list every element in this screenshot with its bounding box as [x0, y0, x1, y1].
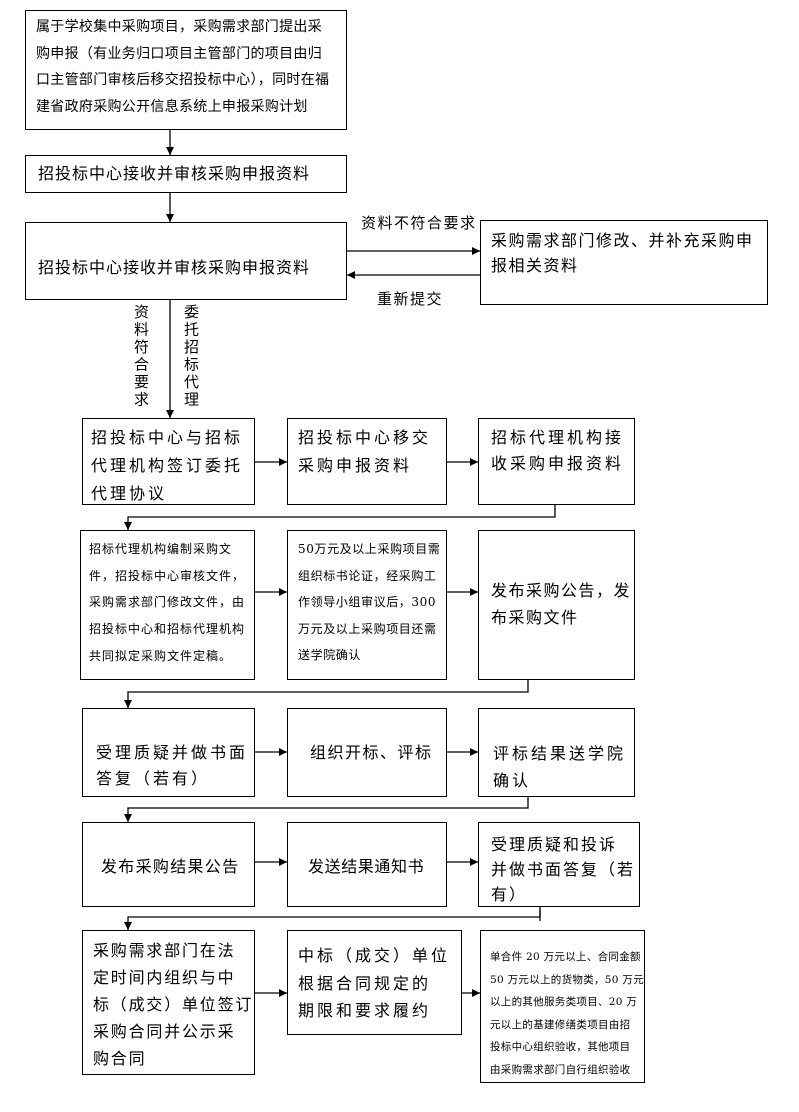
step-text-line: 受理质疑和投诉 — [491, 835, 618, 854]
step-text-line: 招投标中心接收并审核采购申报资料 — [38, 164, 311, 183]
connector-row2-to-row3 — [124, 680, 529, 708]
step-text-line: 购申报（有业务归口项目主管部门的项目由归 — [36, 45, 322, 62]
step-text-line: 报相关资料 — [491, 256, 579, 275]
step-text-line: 招投标中心和招标代理机构 — [89, 622, 246, 637]
step-text-line: 送学院确认 — [298, 648, 362, 662]
step-sign-agency-agreement: 招投标中心与招标 代理机构签订委托 代理协议 — [82, 418, 255, 505]
step-text-line: 布采购文件 — [491, 608, 579, 627]
step-open-evaluate: 组织开标、评标 — [287, 708, 447, 797]
step-text-line: 招投标中心与招标 — [91, 428, 244, 447]
step-text-line: 50 万元以上的货物类，50 万元 — [490, 973, 644, 986]
step-text-line: 50万元及以上采购项目需 — [298, 542, 441, 556]
step-text-line: 由采购需求部门自行组织验收 — [490, 1063, 631, 1076]
step-center-review-first: 招投标中心接收并审核采购申报资料 — [25, 155, 347, 193]
edge-label-resubmit: 重新提交 — [377, 290, 444, 308]
connector-row1-to-row2 — [124, 505, 556, 530]
step-text-line: 发布采购公告，发 — [491, 581, 632, 600]
step-handle-complaints: 受理质疑和投诉 并做书面答复（若 有） — [478, 822, 640, 907]
step-text-line: 投标中心组织验收，其他项目 — [490, 1041, 631, 1054]
step-text-line: 招标代理机构编制采购文 — [89, 542, 233, 556]
step-revise-supplement: 采购需求部门修改、并补充采购申 报相关资料 — [480, 220, 768, 305]
step-text-line: 评标结果送学院 — [493, 744, 627, 763]
step-text-line: 口主管部门审核后移交招投标中心），同时在福 — [36, 72, 330, 89]
step-sign-contract: 采购需求部门在法 定时间内组织与中 标（成交）单位签订 采购合同并公示采 购合同 — [82, 930, 255, 1075]
step-text-line: 代理协议 — [91, 484, 168, 503]
step-results-confirm: 评标结果送学院 确认 — [478, 708, 635, 797]
step-text-line: 采购需求部门在法 — [93, 941, 236, 960]
step-text-line: 并做书面答复（若 — [491, 860, 636, 879]
step-publish-results: 发布采购结果公告 — [82, 822, 255, 907]
step-perform-contract: 中标（成交）单位 根据合同规定的 期限和要求履约 — [287, 930, 462, 1035]
step-publish-announcement: 发布采购公告，发 布采购文件 — [478, 530, 635, 680]
step-text-line: 万元及以上采购项目还需 — [298, 621, 437, 636]
step-text-line: 收采购申报资料 — [491, 454, 625, 473]
step-text-line: 确认 — [493, 771, 532, 790]
step-handle-queries: 受理质疑并做书面 答复（若有） — [82, 708, 255, 797]
step-text-line: 期限和要求履约 — [298, 1001, 432, 1020]
step-text-line: 有） — [491, 885, 528, 904]
step-bid-document-review: 50万元及以上采购项目需 组织标书论证，经采购工 作领导小组审议后，300 万元… — [287, 530, 447, 680]
step-text-line: 招投标中心接收并审核采购申报资料 — [38, 258, 311, 277]
step-text-line: 单合件 20 万元以上、合同金额 — [490, 951, 641, 963]
step-text-line: 属于学校集中采购项目，采购需求部门提出采 — [36, 19, 322, 35]
step-text-line: 受理质疑并做书面 — [96, 743, 249, 762]
step-acceptance: 单合件 20 万元以上、合同金额 50 万元以上的货物类，50 万元 以上的其他… — [480, 930, 645, 1083]
step-text-line: 元以上的基建修缮类项目由招 — [490, 1018, 631, 1031]
step-text-line: 中标（成交）单位 — [298, 946, 451, 965]
step-text-line: 根据合同规定的 — [298, 973, 432, 993]
step-text-line: 定时间内组织与中 — [93, 968, 236, 987]
edge-label-entrust-agent: 委托招标代理 — [182, 304, 200, 409]
step-text-line: 答复（若有） — [96, 769, 211, 788]
step-send-notice: 发送结果通知书 — [287, 822, 447, 907]
step-text-line: 组织标书论证，经采购工 — [298, 568, 437, 583]
step-text-line: 组织开标、评标 — [310, 743, 433, 762]
edge-label-not-compliant: 资料不符合要求 — [361, 214, 477, 232]
step-agency-receive: 招标代理机构接 收采购申报资料 — [478, 418, 635, 505]
connector-row3-to-row4 — [124, 797, 529, 822]
step-submit-application: 属于学校集中采购项目，采购需求部门提出采 购申报（有业务归口项目主管部门的项目由… — [25, 10, 347, 130]
step-prepare-documents: 招标代理机构编制采购文 件，招投标中心审核文件， 采购需求部门修改文件，由 招投… — [80, 530, 255, 680]
step-text-line: 采购合同并公示采 — [93, 1022, 236, 1041]
step-text-line: 购合同 — [93, 1049, 147, 1068]
step-text-line: 招标代理机构接 — [491, 428, 625, 447]
step-text-line: 采购需求部门修改文件，由 — [89, 595, 246, 610]
step-text-line: 代理机构签订委托 — [91, 456, 244, 475]
edge-label-compliant: 资料符合要求 — [132, 304, 150, 409]
step-text-line: 共同拟定采购文件定稿。 — [89, 648, 233, 663]
step-text-line: 以上的其他服务类项目、20 万 — [490, 996, 638, 1009]
step-text-line: 建省政府采购公开信息系统上申报采购计划 — [36, 99, 308, 116]
step-text-line: 件，招投标中心审核文件， — [89, 568, 246, 583]
step-text-line: 标（成交）单位签订 — [93, 995, 254, 1014]
step-text-line: 发布采购结果公告 — [101, 857, 240, 876]
connector-row4-to-row5 — [124, 907, 541, 930]
step-center-review-second: 招投标中心接收并审核采购申报资料 — [25, 222, 347, 300]
step-text-line: 采购需求部门修改、并补充采购申 — [491, 231, 754, 250]
step-text-line: 作领导小组审议后，300 — [298, 595, 437, 609]
step-transfer-materials: 招投标中心移交 采购申报资料 — [287, 418, 447, 505]
step-text-line: 招投标中心移交 — [298, 428, 432, 447]
step-text-line: 发送结果通知书 — [308, 857, 425, 876]
step-text-line: 采购申报资料 — [298, 456, 413, 475]
